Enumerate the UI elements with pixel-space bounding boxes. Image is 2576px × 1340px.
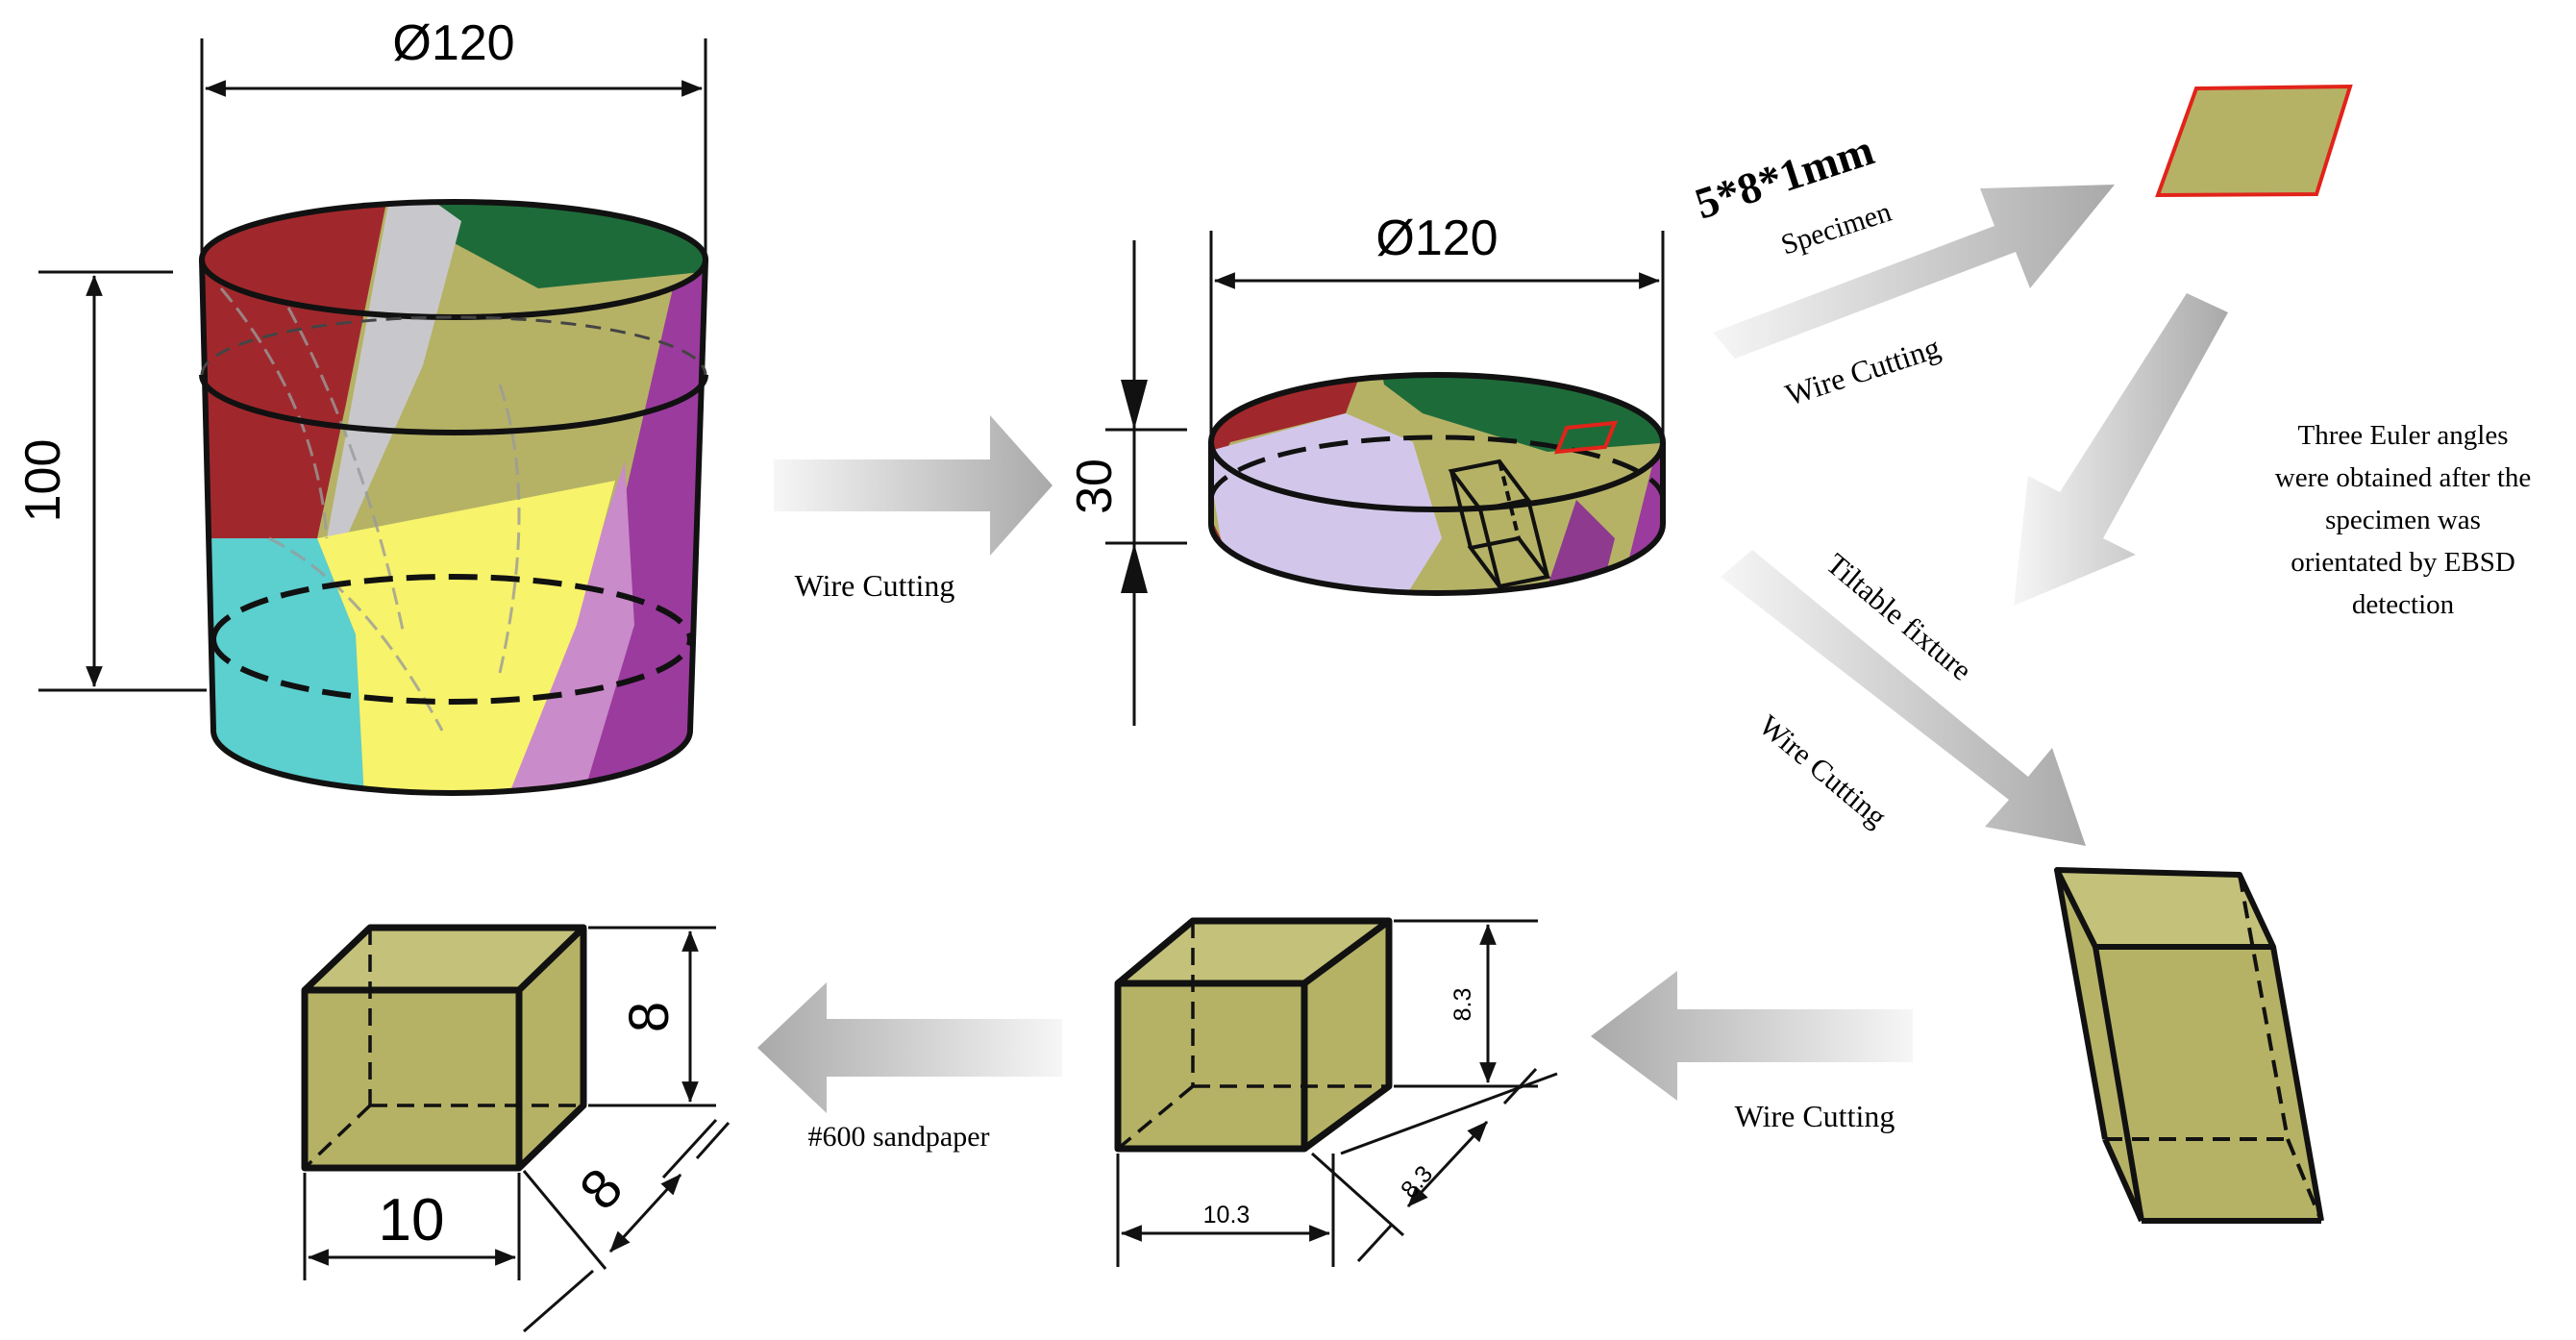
euler-note-line-3: specimen was (2325, 505, 2481, 535)
wire-cutting-label-2: Wire Cutting (1781, 330, 1944, 412)
cube-large-depth-label: 8.3 (1396, 1160, 1438, 1204)
disc-height-dimension (1105, 240, 1187, 726)
cube-large-height-label: 8.3 (1449, 988, 1476, 1022)
ebsd-arrow (2014, 293, 2228, 606)
sandpaper-arrow (757, 982, 1062, 1113)
ingot-grain-gray (327, 202, 461, 538)
wire-cutting-arrow-4 (1591, 971, 1913, 1101)
ingot-grain-yellow (317, 481, 615, 793)
ingot-grain-green (394, 202, 706, 288)
cube-large (1114, 917, 1393, 1153)
cube-large-dimensions (1116, 919, 1558, 1267)
cube-small-dimensions (303, 926, 731, 1333)
euler-note-line-2: were obtained after the (2275, 462, 2532, 493)
disc-cylinder (1208, 372, 1666, 596)
cube-small-depth-label: 8 (568, 1156, 635, 1221)
disc-diameter-label: Ø120 (1375, 211, 1498, 266)
ingot-grain-red (202, 202, 394, 538)
cube-large-width-label: 10.3 (1203, 1202, 1251, 1228)
disc-diameter-dimension (1209, 231, 1665, 437)
cube-small (301, 924, 587, 1172)
disc-grain-lilac (1211, 413, 1442, 593)
euler-note-line-1: Three Euler angles (2297, 420, 2508, 451)
disc-height-label: 30 (1067, 459, 1123, 514)
ingot-diameter-dimension (200, 38, 707, 255)
wire-cutting-label-3: Wire Cutting (1753, 708, 1894, 834)
disc-block-outline (1448, 459, 1551, 589)
wire-cutting-arrow-1 (774, 415, 1053, 556)
disc-specimen-outline (1553, 420, 1619, 455)
euler-note-line-4: orientated by EBSD (2291, 547, 2515, 578)
euler-note: Three Euler angles were obtained after t… (2275, 420, 2532, 620)
ingot-height-dimension (38, 270, 207, 692)
cube-small-width-label: 10 (379, 1187, 445, 1253)
wire-cutting-label-4: Wire Cutting (1735, 1099, 1895, 1133)
tiltable-fixture-arrow (1721, 550, 2086, 846)
specimen-cut-arrow (1713, 185, 2115, 359)
specimen-label: Specimen (1777, 196, 1895, 261)
specimen-plate (2155, 84, 2353, 198)
ingot-grain-cyan (202, 538, 365, 793)
cube-small-height-label: 8 (618, 1002, 681, 1032)
sandpaper-label: #600 sandpaper (807, 1121, 989, 1153)
ingot-diameter-label: Ø120 (392, 15, 514, 71)
wire-cutting-label-1: Wire Cutting (795, 568, 955, 603)
ingot-height-label: 100 (15, 439, 71, 523)
ingot-cylinder (199, 199, 708, 796)
euler-note-line-5: detection (2352, 589, 2455, 620)
tilted-block (2054, 867, 2324, 1224)
